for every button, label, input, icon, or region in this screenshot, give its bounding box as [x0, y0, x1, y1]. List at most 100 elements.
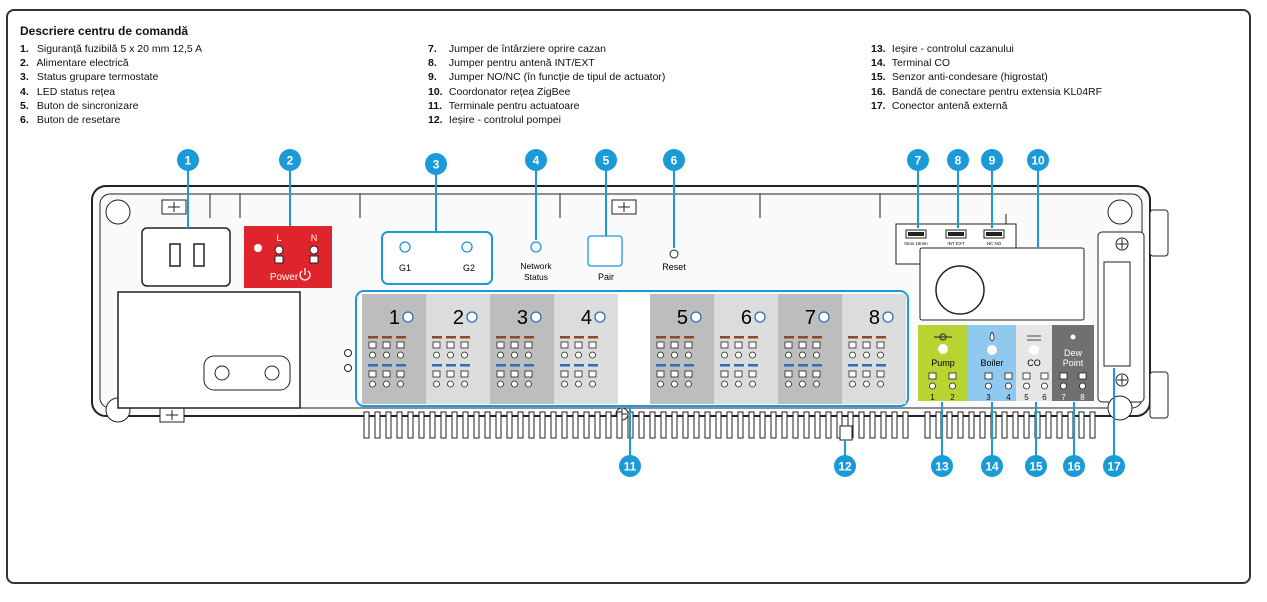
- legend-text: Jumper de întârziere oprire cazan: [446, 43, 606, 55]
- network-label-line2: Status: [524, 272, 548, 282]
- diagram-title: Descriere centru de comandă: [20, 24, 189, 38]
- legend-item: 5. Buton de sincronizare: [20, 99, 202, 113]
- droplet-icon: [1070, 334, 1076, 340]
- g1-label: G1: [399, 263, 411, 273]
- legend-text: Bandă de conectare pentru extensia KL04R…: [889, 85, 1103, 98]
- zone-6: 6: [714, 294, 778, 404]
- legend-text: Jumper NO/NC (în funcție de tipul de act…: [446, 71, 666, 84]
- legend-text: Conector antenă externă: [889, 99, 1008, 112]
- reset-button[interactable]: Reset: [662, 249, 686, 272]
- legend-text: Ieșire - controlul pompei: [446, 114, 561, 127]
- callout-11: 11: [619, 455, 641, 477]
- zone-number: 8: [869, 307, 880, 329]
- callout-number: 7: [915, 154, 922, 168]
- callout-number: 11: [624, 460, 637, 474]
- zone-3: 3: [490, 294, 554, 404]
- callout-1: 1: [177, 149, 199, 171]
- legend-number: 2.: [20, 57, 29, 70]
- callout-6: 6: [663, 149, 685, 171]
- legend-item: 10. Coordonator rețea ZigBee: [428, 85, 665, 99]
- legend-text: Alimentare electrică: [34, 57, 129, 70]
- callout-4: 4: [525, 149, 547, 171]
- legend-number: 17.: [871, 99, 886, 112]
- callout-number: 16: [1067, 460, 1081, 474]
- heat-cool-icon: [1027, 335, 1041, 341]
- terminal-number: 7: [1061, 393, 1066, 402]
- legend-number: 15.: [871, 71, 886, 84]
- callout-7: 7: [907, 149, 929, 171]
- power-icon: [299, 268, 311, 281]
- legend-item: 7. Jumper de întârziere oprire cazan: [428, 42, 665, 56]
- legend-text: Senzor anti-condesare (higrostat): [889, 71, 1048, 84]
- callout-5: 5: [595, 149, 617, 171]
- callout-number: 1: [185, 154, 192, 168]
- terminal-number: 6: [1042, 393, 1047, 402]
- zone-number: 3: [517, 307, 528, 329]
- legend-number: 1.: [20, 43, 29, 55]
- callout-13: 13: [931, 455, 953, 477]
- legend-item: 12. Ieșire - controlul pompei: [428, 113, 665, 127]
- boiler-label: Boiler: [980, 358, 1003, 368]
- legend-item: 8. Jumper pentru antenă INT/EXT: [428, 56, 665, 70]
- callout-3: 3: [425, 153, 447, 175]
- legend-number: 9.: [428, 71, 437, 84]
- power-label: Power: [270, 272, 299, 283]
- legend-item: 4. LED status rețea: [20, 85, 202, 99]
- network-status-led: Network Status: [520, 241, 552, 282]
- legend-number: 7.: [428, 43, 437, 55]
- zone-4: 4: [554, 294, 618, 404]
- legend-text: Coordonator rețea ZigBee: [446, 85, 571, 98]
- legend-number: 14.: [871, 57, 886, 70]
- terminal-number: 5: [1024, 393, 1029, 402]
- power-n-label: N: [311, 233, 318, 243]
- legend-number: 11.: [428, 99, 443, 112]
- fuse-holder: [141, 227, 231, 287]
- callout-number: 6: [671, 154, 678, 168]
- reset-label: Reset: [662, 262, 686, 272]
- legend-text: Jumper pentru antenă INT/EXT: [446, 57, 595, 70]
- terminal-number: 4: [1006, 393, 1011, 402]
- legend-item: 11. Terminale pentru actuatoare: [428, 99, 665, 113]
- legend-number: 5.: [20, 99, 29, 112]
- pair-label: Pair: [598, 272, 614, 282]
- legend-item: 6. Buton de resetare: [20, 113, 202, 127]
- callout-number: 9: [989, 154, 996, 168]
- legend-number: 6.: [20, 114, 29, 127]
- legend-item: 9. Jumper NO/NC (în funcție de tipul de …: [428, 70, 665, 84]
- zone-2: 2: [426, 294, 490, 404]
- diagram-frame: [6, 9, 1251, 584]
- dew-label-line1: Dew: [1064, 348, 1083, 358]
- terminal-number: 1: [930, 393, 935, 402]
- legend-text: Buton de sincronizare: [34, 99, 139, 112]
- zone-number: 2: [453, 307, 464, 329]
- callout-12: 12: [834, 455, 856, 477]
- callout-number: 5: [603, 154, 610, 168]
- pump-icon: [934, 333, 952, 341]
- legend-number: 10.: [428, 85, 443, 98]
- callout-number: 3: [433, 158, 440, 172]
- zone-number: 1: [389, 307, 400, 329]
- legend-item: 3. Status grupare termostate: [20, 70, 202, 84]
- legend-text: Terminal CO: [889, 57, 951, 70]
- legend-text: Terminale pentru actuatoare: [446, 99, 580, 112]
- jumper9-text: NC NO: [987, 241, 1002, 246]
- legend-number: 8.: [428, 57, 437, 70]
- zone-number: 6: [741, 307, 752, 329]
- network-label-line1: Network: [520, 261, 552, 271]
- zone-7: 7: [778, 294, 842, 404]
- callout-number: 14: [985, 460, 999, 474]
- callout-8: 8: [947, 149, 969, 171]
- legend-text: LED status rețea: [34, 85, 116, 98]
- transformer-block: [117, 291, 301, 409]
- g2-label: G2: [463, 263, 475, 273]
- power-l-label: L: [276, 233, 281, 243]
- jumper7-text: 0min 15min: [904, 241, 928, 246]
- legend-text: Buton de resetare: [34, 114, 121, 127]
- legend-item: 14. Terminal CO: [871, 56, 1102, 70]
- terminal-number: 8: [1080, 393, 1085, 402]
- legend-item: 13. Ieșire - controlul cazanului: [871, 42, 1102, 56]
- callout-10: 10: [1027, 149, 1049, 171]
- callout-14: 14: [981, 455, 1003, 477]
